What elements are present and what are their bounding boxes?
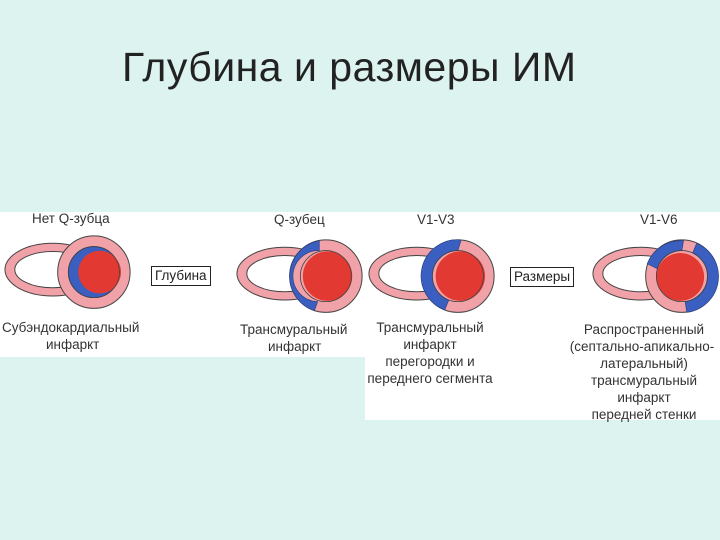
caption-septal-1: Трансмуральный xyxy=(376,320,484,335)
caption-extensive-3: латеральный) xyxy=(600,356,688,371)
caption-extensive-6: передней стенки xyxy=(591,407,697,422)
caption-septal-2: инфаркт xyxy=(403,337,457,352)
heart-diagram-subendocardial xyxy=(4,235,131,309)
slide-title: Глубина и размеры ИМ xyxy=(122,44,577,90)
heart-diagram-septal xyxy=(368,239,495,313)
label-v1-v3: V1-V3 xyxy=(417,212,455,227)
caption-extensive-2: (септально-апикально- xyxy=(569,339,715,354)
label-no-q-wave: Нет Q-зубца xyxy=(32,211,110,226)
caption-septal-4: переднего сегмента xyxy=(367,371,493,386)
label-v1-v6: V1-V6 xyxy=(640,212,678,227)
caption-transmural-1: Трансмуральный xyxy=(240,322,348,337)
heart-diagram-extensive xyxy=(592,239,719,313)
size-box: Размеры xyxy=(510,267,575,287)
label-q-wave: Q-зубец xyxy=(274,212,325,227)
caption-extensive-4: трансмуральный xyxy=(590,373,698,388)
caption-subendocardial-2: инфаркт xyxy=(46,337,100,352)
caption-subendocardial-1: Субэндокардиальный xyxy=(2,320,140,335)
depth-box: Глубина xyxy=(151,266,211,286)
caption-septal-3: перегородки и xyxy=(385,354,475,369)
caption-extensive-5: инфаркт xyxy=(617,390,671,405)
caption-transmural-2: инфаркт xyxy=(268,339,322,354)
caption-extensive-1: Распространенный xyxy=(583,322,705,337)
heart-diagram-transmural xyxy=(236,239,363,313)
